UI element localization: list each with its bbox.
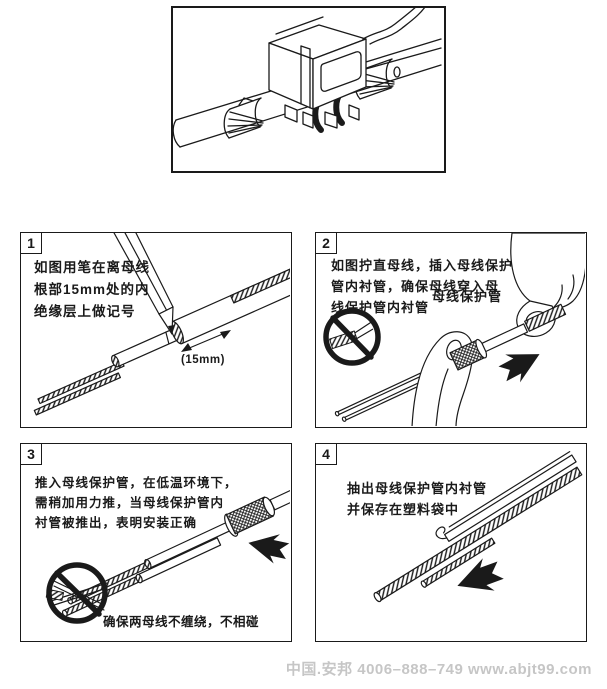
no-tangle-icon [45, 562, 108, 624]
no-pinch-icon [323, 308, 381, 366]
step-1-instructions: 如图用笔在离母线 根部15mm处的内 绝缘层上做记号 [34, 257, 150, 323]
push-direction-arrow [248, 534, 290, 564]
overview-figure [171, 6, 446, 173]
step-3-instructions: 推入母线保护管，在低温环境下， 需稍加用力推，当母线保护管内 衬管被推出，表明安… [35, 473, 238, 533]
text-line: 抽出母线保护管内衬管 [347, 481, 488, 496]
dimension-arrow [181, 330, 231, 352]
caution-label: 确保两母线不缠绕，不相碰 [103, 615, 260, 629]
pull-direction-arrow [457, 558, 504, 591]
insert-liner-illustration [323, 233, 585, 426]
device-on-pipe-illustration [173, 8, 442, 148]
dimension-label: (15mm) [181, 354, 225, 366]
step-panel-1: 1 如图用笔在离母线 根部15mm处的内 绝缘层上做记号 (15mm) [20, 232, 292, 428]
step-number-badge: 3 [21, 444, 42, 465]
device-cable [362, 8, 426, 45]
step-panel-2: 2 如图拧直母线，插入母线保护 管内衬管，确保母线穿入母 线保护管内衬管 母线保… [315, 232, 587, 428]
wire-harness [373, 451, 583, 603]
pencil [113, 233, 175, 335]
text-line: 推入母线保护管，在低温环境下， [35, 476, 238, 490]
text-line: 并保存在塑料袋中 [347, 502, 460, 517]
remove-liner-illustration [373, 451, 583, 603]
footer-watermark: 中国.安邦 4006–888–749 www.abjt99.com [285, 661, 592, 678]
push-tube-illustration [45, 488, 290, 624]
text-line: 管内衬管，确保母线穿入母 [331, 279, 500, 294]
sensor-device [268, 16, 367, 129]
text-line: 衬管被推出，表明安装正确 [35, 516, 198, 530]
step-panel-3: 3 推入母线保护管，在低温环境下， 需稍加用力推，当母线保护管内 衬管被推出，表… [20, 443, 292, 642]
text-line: 绝缘层上做记号 [34, 304, 136, 319]
protection-tube-label: 母线保护管 [432, 289, 503, 304]
bus-wire-assembly [33, 260, 290, 416]
step-number-badge: 1 [21, 233, 42, 254]
text-line: 需稍加用力推，当母线保护管内 [35, 496, 225, 510]
text-line: 如图拧直母线，插入母线保护 [331, 258, 514, 273]
mark-wire-illustration [33, 233, 290, 416]
push-direction-arrow [498, 354, 540, 383]
liner-and-tube [449, 303, 567, 371]
text-line: 如图用笔在离母线 [34, 260, 150, 275]
text-line: 根部15mm处的内 [34, 282, 150, 297]
step-number-badge: 2 [316, 233, 337, 254]
text-line: 线保护管内衬管 [331, 300, 430, 315]
step-panel-4: 4 抽出母线保护管内衬管 并保存在塑料袋中 [315, 443, 587, 642]
step-4-instructions: 抽出母线保护管内衬管 并保存在塑料袋中 [347, 478, 487, 520]
step-number-badge: 4 [316, 444, 337, 465]
step-2-instructions: 如图拧直母线，插入母线保护 管内衬管，确保母线穿入母 线保护管内衬管 [331, 255, 513, 318]
wire-and-tube-assembly [61, 488, 290, 617]
pipe-clamp-left [223, 97, 264, 139]
